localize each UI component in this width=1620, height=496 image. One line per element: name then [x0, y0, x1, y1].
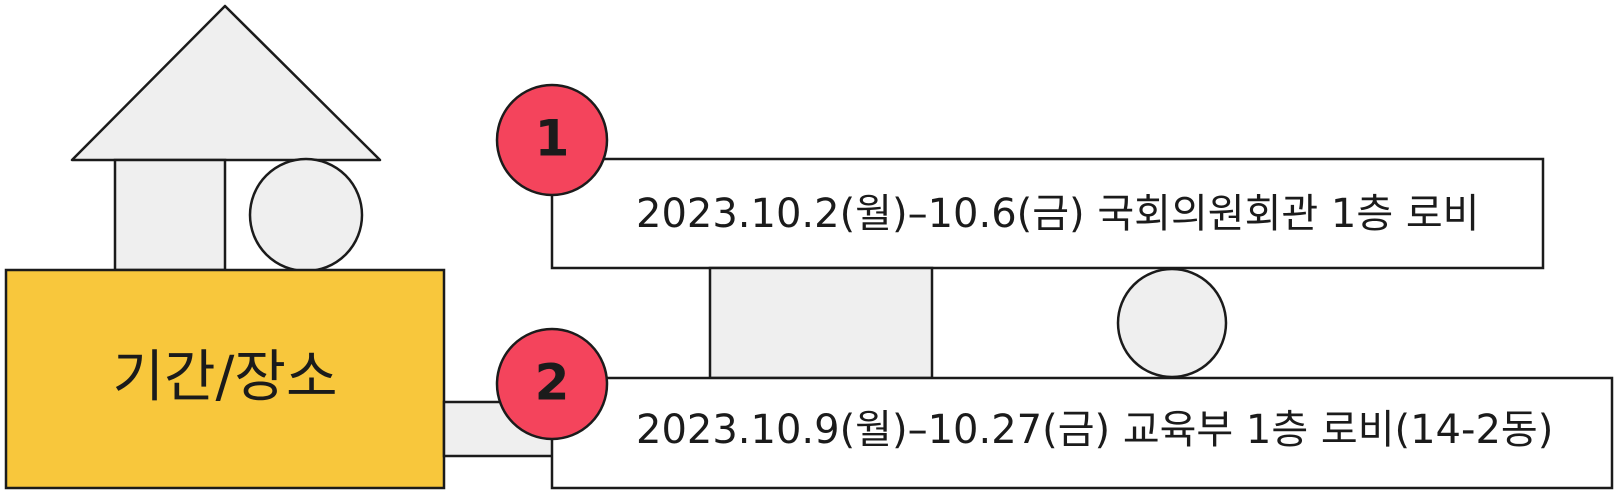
main-label-block — [4, 268, 446, 490]
info-row-1 — [550, 157, 1545, 270]
info-row-2-text: 2023.10.9(월)–10.27(금) 교육부 1층 로비(14-2동) — [636, 407, 1553, 453]
main-label: 기간/장소 — [113, 345, 338, 410]
info-row-1-text: 2023.10.2(월)–10.6(금) 국회의원회관 1층 로비 — [636, 191, 1479, 237]
circle-block — [248, 157, 364, 273]
badge-2-number: 2 — [535, 354, 570, 412]
support-square-block — [708, 266, 934, 380]
support-circle-block — [1116, 267, 1228, 379]
badge-2 — [495, 327, 609, 441]
badge-1 — [495, 83, 609, 197]
roof-triangle-block — [70, 4, 382, 162]
badge-1-number: 1 — [535, 110, 570, 168]
info-row-2 — [550, 376, 1614, 490]
square-block — [113, 158, 227, 272]
